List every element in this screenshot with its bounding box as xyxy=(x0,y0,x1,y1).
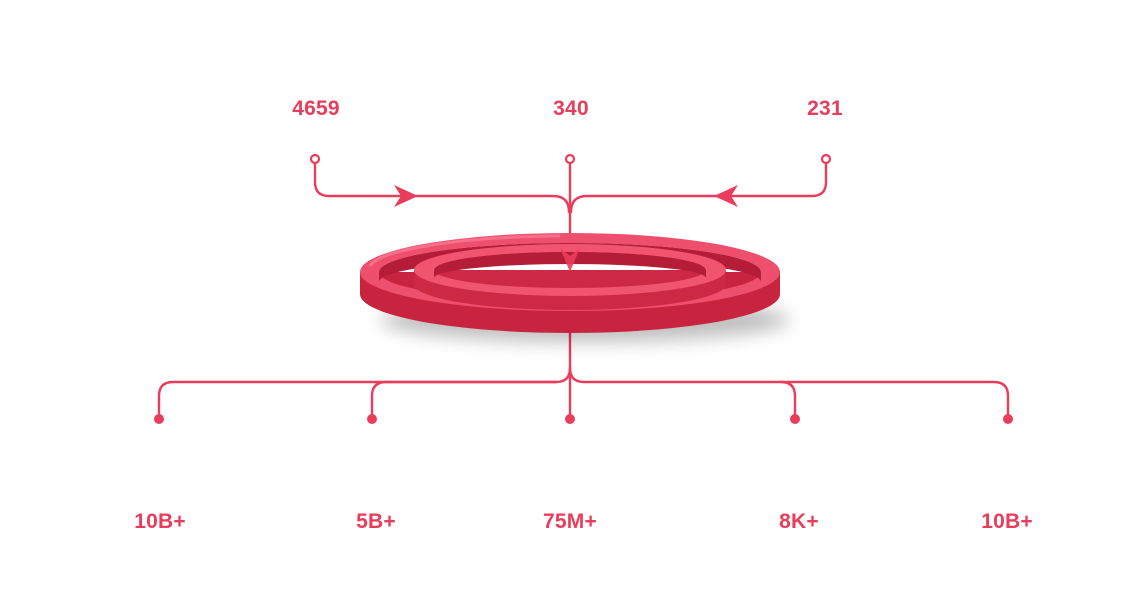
output-node-3 xyxy=(565,414,575,424)
input-value-left: 4659 xyxy=(292,97,340,120)
output-value-3: 75M+ xyxy=(543,510,597,533)
output-branch-5 xyxy=(779,380,1010,418)
arrow-down-icon xyxy=(560,248,580,272)
arrowheads xyxy=(394,185,738,207)
connector-left xyxy=(313,159,571,214)
output-branch-2 xyxy=(370,380,558,418)
arrow-left-icon xyxy=(714,185,738,207)
connector-right xyxy=(569,159,828,214)
input-node-center xyxy=(564,153,576,165)
output-node-2 xyxy=(367,414,377,424)
output-node-5 xyxy=(1003,414,1013,424)
ring-icon xyxy=(360,233,790,342)
input-nodes xyxy=(309,153,832,165)
arrow-right-icon xyxy=(394,185,418,207)
input-value-right: 231 xyxy=(807,97,843,120)
input-node-right xyxy=(820,153,832,165)
output-value-4: 8K+ xyxy=(779,510,819,533)
output-value-1: 10B+ xyxy=(134,510,186,533)
output-value-2: 5B+ xyxy=(356,510,396,533)
output-node-1 xyxy=(154,414,164,424)
output-node-4 xyxy=(790,414,800,424)
input-node-left xyxy=(309,153,321,165)
input-value-center: 340 xyxy=(553,97,589,120)
output-value-5: 10B+ xyxy=(981,510,1033,533)
input-connectors xyxy=(157,159,1010,418)
output-branch-4 xyxy=(568,366,797,418)
output-trunk xyxy=(157,328,572,418)
output-nodes xyxy=(154,414,1013,424)
